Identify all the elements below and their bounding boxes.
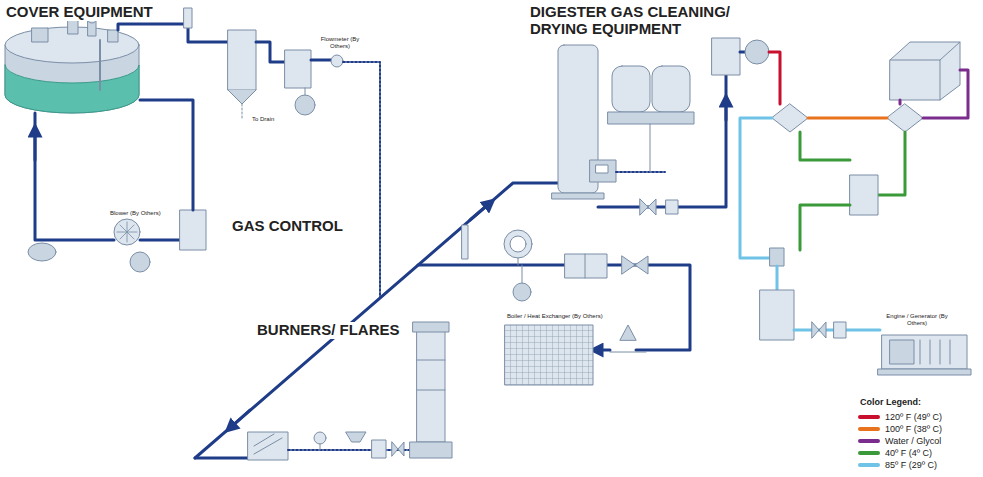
section-heading: BURNERS/ FLARES: [255, 322, 402, 339]
equipment-label: Engine / Generator (By Others): [880, 313, 954, 326]
legend-text: 40º F (4º C): [885, 448, 932, 458]
legend-row: 120º F (49º C): [858, 412, 942, 422]
legend-swatch: [858, 427, 880, 431]
legend-text: 100º F (38º C): [885, 424, 942, 434]
legend-text: Water / Glycol: [885, 436, 941, 446]
legend-row: 100º F (38º C): [858, 424, 942, 434]
legend-title: Color Legend:: [858, 398, 923, 408]
legend-text: 85º F (29º C): [885, 460, 937, 470]
equipment-label: To Drain: [250, 116, 276, 123]
legend-swatch: [858, 415, 880, 419]
legend-swatch: [858, 439, 880, 443]
legend-row: 85º F (29º C): [858, 460, 937, 470]
equipment-label: Blower (By Others): [108, 210, 163, 217]
legend-text: 120º F (49º C): [885, 412, 942, 422]
legend-swatch: [858, 451, 880, 455]
section-heading: COVER EQUIPMENT: [4, 4, 155, 21]
equipment-label: Flowmeter (By Others): [316, 36, 364, 49]
legend-row: Water / Glycol: [858, 436, 941, 446]
section-heading: DIGESTER GAS CLEANING/ DRYING EQUIPMENT: [528, 4, 772, 37]
equipment-label: Boiler / Heat Exchanger (By Others): [505, 313, 605, 320]
legend-swatch: [858, 463, 880, 467]
legend-row: 40º F (4º C): [858, 448, 932, 458]
section-heading: GAS CONTROL: [230, 218, 345, 235]
